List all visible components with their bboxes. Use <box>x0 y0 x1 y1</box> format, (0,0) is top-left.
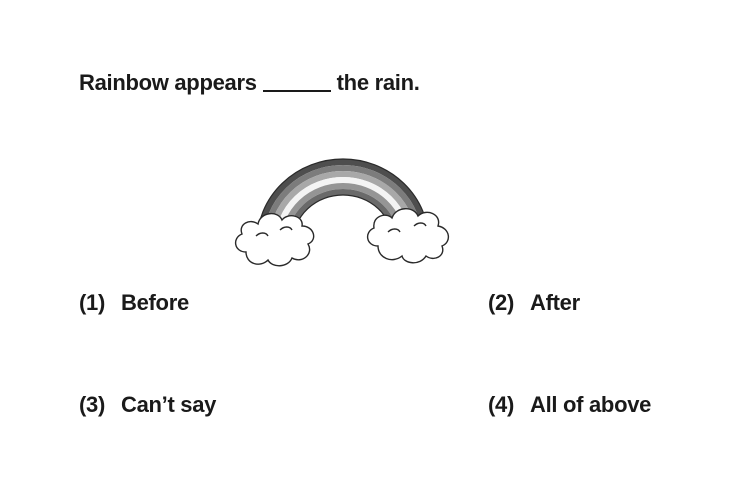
cloud-left <box>235 213 315 267</box>
question-text: Rainbow appears the rain. <box>79 70 420 96</box>
question-before: Rainbow appears <box>79 70 257 95</box>
option-2[interactable]: (2) After <box>488 290 580 316</box>
option-1-text: Before <box>121 290 189 315</box>
answer-blank <box>262 90 331 92</box>
option-4-text: All of above <box>530 392 652 417</box>
option-3-text: Can’t say <box>121 392 217 417</box>
question-after: the rain. <box>336 70 420 95</box>
option-2-text: After <box>530 290 580 315</box>
rainbow-with-clouds-icon <box>235 158 449 267</box>
option-2-number: (2) <box>488 290 514 315</box>
option-4-number: (4) <box>488 392 514 417</box>
option-3[interactable]: (3) Can’t say <box>79 392 216 418</box>
option-4[interactable]: (4) All of above <box>488 392 651 418</box>
option-3-number: (3) <box>79 392 105 417</box>
cloud-right <box>367 208 449 264</box>
option-1[interactable]: (1) Before <box>79 290 189 316</box>
option-1-number: (1) <box>79 290 105 315</box>
